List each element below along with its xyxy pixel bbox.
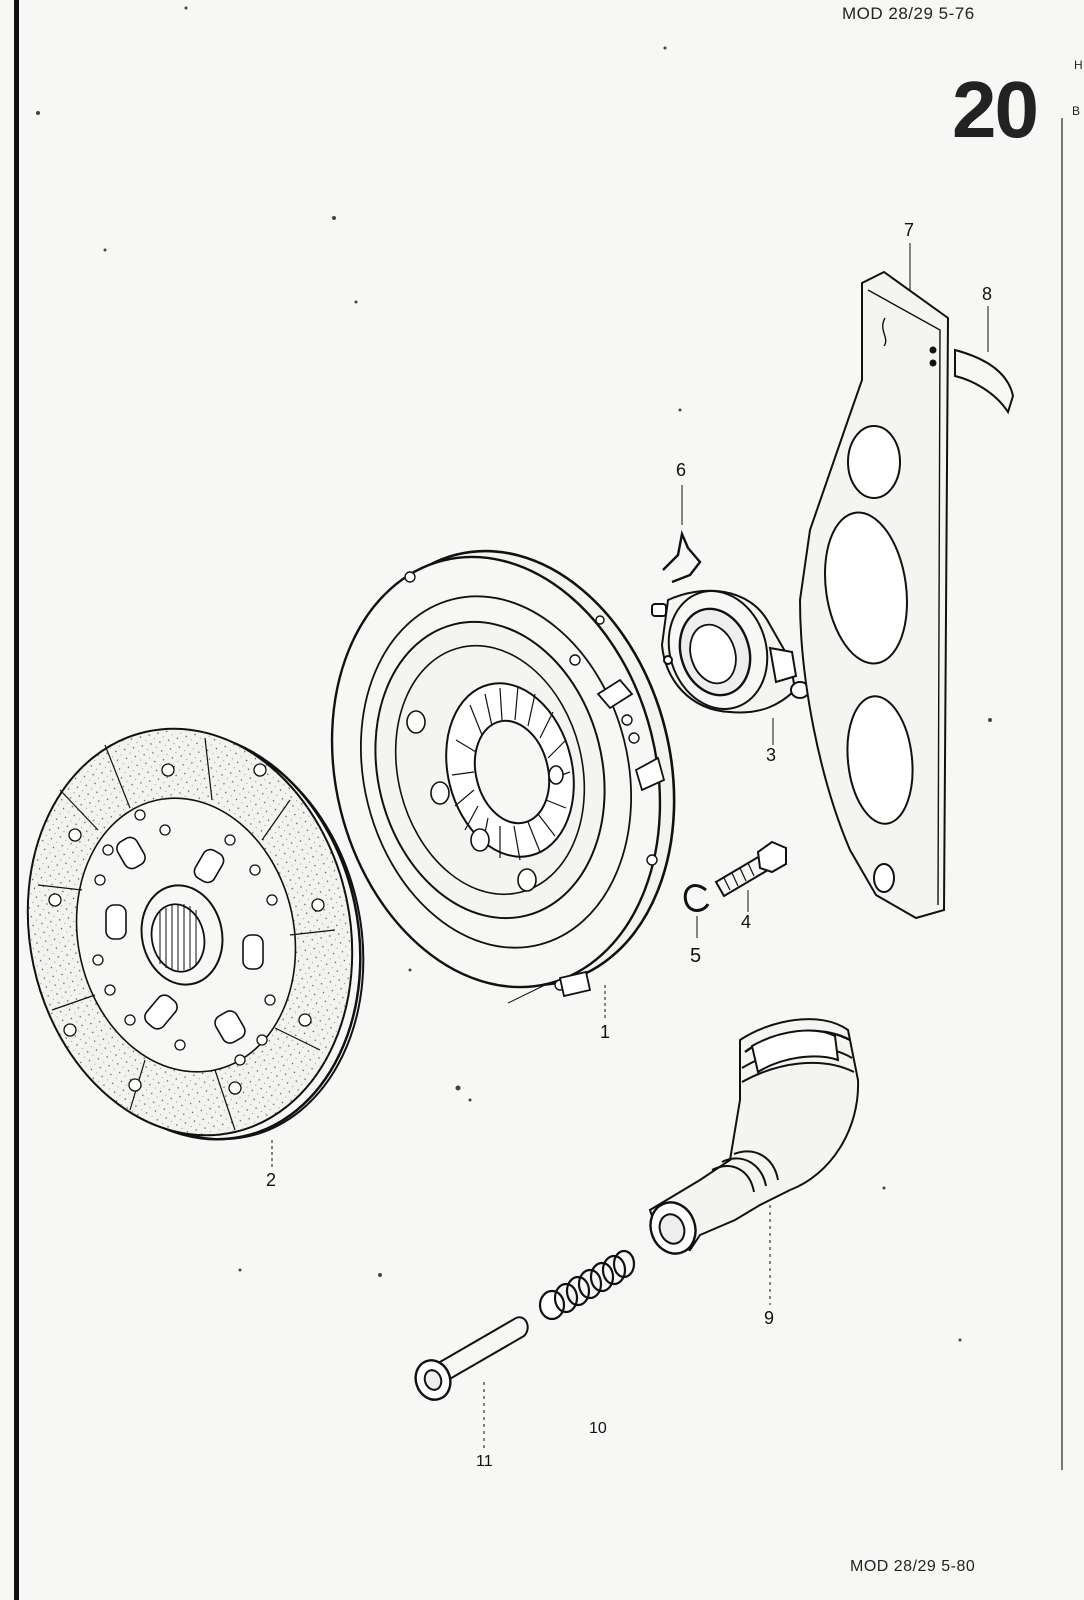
release-bearing [651, 589, 810, 745]
callout-2: 2 [266, 1170, 277, 1190]
bolt [714, 840, 787, 912]
callout-10: 10 [589, 1420, 607, 1437]
clutch-disc [26, 727, 365, 1168]
callout-1: 1 [600, 1022, 611, 1042]
callout-4: 4 [741, 912, 752, 932]
page-binding-edge [14, 0, 19, 1600]
callout-5: 5 [690, 945, 702, 967]
callout-9: 9 [764, 1308, 775, 1328]
print-specks [36, 6, 992, 1342]
model-code-bottom: MOD 28/29 5-80 [850, 1558, 976, 1575]
callout-8: 8 [982, 284, 993, 304]
edge-letter-b: B [1072, 104, 1081, 118]
callout-6: 6 [676, 460, 687, 480]
pushrod [414, 1316, 529, 1450]
callout-7: 7 [904, 220, 915, 240]
guide-sleeve-boot [648, 1018, 860, 1305]
lock-washer [683, 884, 710, 938]
callout-11: 11 [476, 1453, 493, 1470]
release-lever-plate [798, 243, 950, 920]
edge-letter-h: H [1074, 58, 1083, 72]
spring [538, 1249, 636, 1321]
rubber-strip [954, 306, 1015, 415]
retaining-spring [662, 485, 702, 584]
section-number: 20 [952, 65, 1039, 154]
model-code-top: MOD 28/29 5-76 [842, 4, 975, 23]
callout-3: 3 [766, 745, 777, 765]
clutch-pressure-plate [330, 549, 676, 1020]
